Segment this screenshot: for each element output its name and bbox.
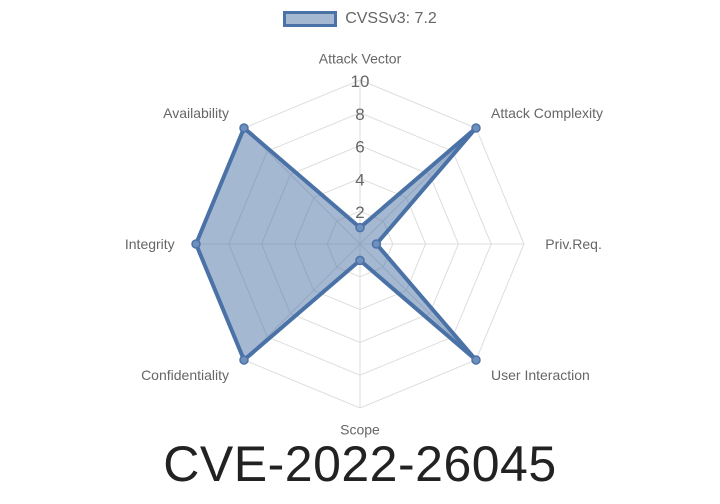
- axis-label: Priv.Req.: [545, 236, 602, 252]
- legend-label: CVSSv3: 7.2: [345, 10, 437, 27]
- axis-label: Attack Vector: [319, 51, 402, 67]
- data-point: [471, 355, 481, 365]
- legend[interactable]: CVSSv3: 7.2: [0, 10, 720, 28]
- axis-label: Availability: [163, 105, 229, 121]
- tick-label: 8: [355, 105, 364, 124]
- tick-label: 2: [355, 203, 364, 222]
- data-point: [239, 123, 249, 133]
- axis-label: Confidentiality: [141, 367, 229, 383]
- tick-label: 10: [351, 72, 370, 91]
- tick-label: 4: [355, 170, 364, 189]
- data-point: [371, 239, 382, 249]
- cve-title: CVE-2022-26045: [163, 436, 557, 492]
- data-point: [239, 355, 249, 365]
- data-point: [355, 222, 365, 233]
- axis-label: Integrity: [125, 236, 175, 252]
- axis-label: Attack Complexity: [491, 105, 603, 121]
- data-point: [471, 123, 481, 133]
- legend-swatch: [283, 11, 338, 27]
- data-point: [355, 255, 365, 266]
- data-point: [191, 239, 201, 249]
- axis-label: Scope: [340, 421, 380, 437]
- axis-label: User Interaction: [491, 367, 590, 383]
- tick-label: 6: [355, 138, 364, 157]
